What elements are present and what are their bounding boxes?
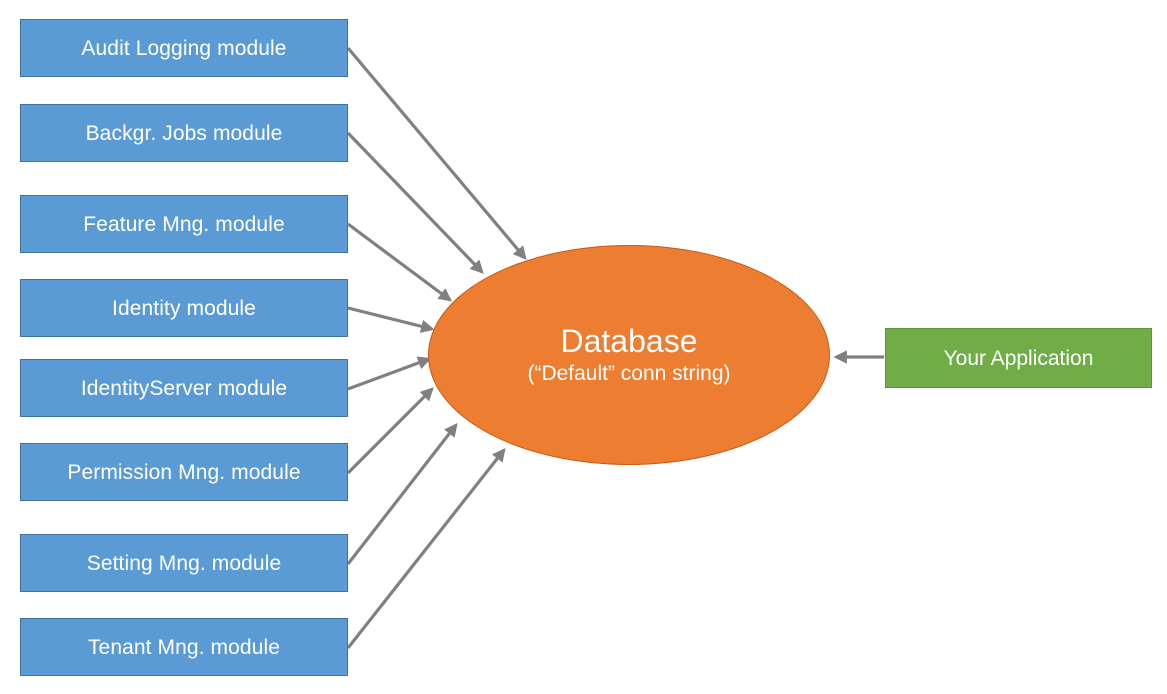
module-box-setting-management[interactable]: Setting Mng. module xyxy=(20,534,348,592)
your-application-label: Your Application xyxy=(943,346,1094,370)
module-label: Setting Mng. module xyxy=(86,551,282,575)
module-box-permission-management[interactable]: Permission Mng. module xyxy=(20,443,348,501)
module-label: Identity module xyxy=(112,296,256,320)
module-label: Audit Logging module xyxy=(81,36,287,60)
database-title: Database xyxy=(560,322,698,359)
module-label: Tenant Mng. module xyxy=(87,635,281,659)
connector-arrow xyxy=(346,131,484,274)
connector-arrow xyxy=(347,306,435,333)
connector-arrow xyxy=(346,46,527,260)
module-box-feature-management[interactable]: Feature Mng. module xyxy=(20,195,348,253)
module-box-tenant-management[interactable]: Tenant Mng. module xyxy=(20,618,348,676)
connector-arrow xyxy=(347,356,432,391)
module-label: Backgr. Jobs module xyxy=(85,121,283,145)
module-box-identity[interactable]: Identity module xyxy=(20,279,348,337)
module-label: Feature Mng. module xyxy=(83,212,285,236)
module-label: Permission Mng. module xyxy=(67,460,301,484)
connector-arrow xyxy=(347,222,453,302)
module-box-audit-logging[interactable]: Audit Logging module xyxy=(20,19,348,77)
connector-arrow xyxy=(346,387,434,475)
connector-arrow xyxy=(346,422,458,565)
database-subtitle: (“Default” conn string) xyxy=(527,362,731,386)
module-label: IdentityServer module xyxy=(80,376,288,400)
module-box-background-jobs[interactable]: Backgr. Jobs module xyxy=(20,104,348,162)
database-node[interactable]: Database (“Default” conn string) xyxy=(428,245,830,465)
your-application-box[interactable]: Your Application xyxy=(885,328,1152,388)
module-box-identityserver[interactable]: IdentityServer module xyxy=(20,359,348,417)
connector-arrow xyxy=(346,447,506,649)
